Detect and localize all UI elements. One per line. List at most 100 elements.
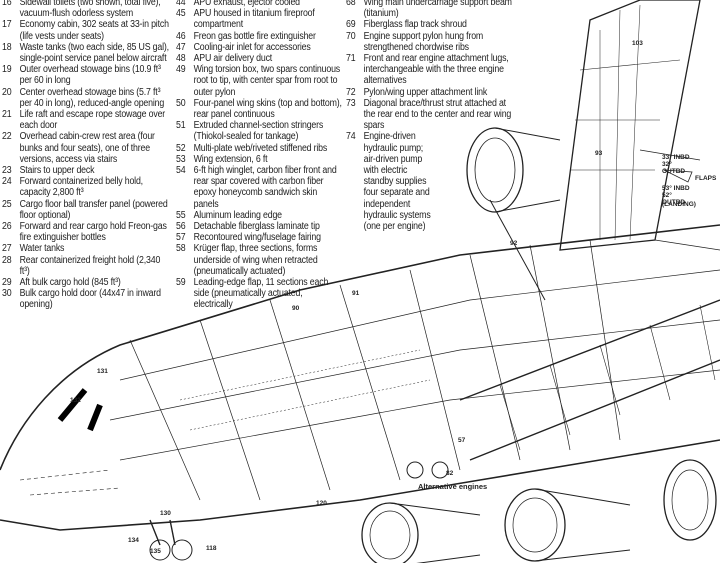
legend-number: 21 [2, 109, 12, 121]
legend-item: 71 Front and rear engine attachment lugs,… [346, 53, 518, 87]
legend-number: 28 [2, 254, 12, 266]
legend-text: Engine-driven hydraulic pump; air-driven… [363, 131, 431, 233]
legend-number: 24 [2, 176, 12, 188]
callout-number: 135 [150, 548, 161, 555]
tail-fin [559, 0, 720, 251]
legend-text: Forward containerized belly hold, capaci… [19, 176, 144, 199]
legend-text: Leading-edge flap, 11 sections each side… [193, 277, 329, 311]
callout-number: 118 [206, 545, 217, 552]
legend-text: Overhead cabin-crew rest area (four bunk… [19, 131, 155, 165]
legend-number: 25 [2, 198, 12, 210]
legend-number: 18 [2, 41, 12, 53]
callout-number: 82 [446, 470, 454, 477]
legend-item: 18 Waste tanks (two each side, 85 US gal)… [2, 42, 169, 64]
legend-number: 20 [2, 86, 12, 98]
legend-text: Economy cabin, 302 seats at 33-in pitch … [19, 19, 169, 42]
legend-number: 30 [2, 288, 12, 300]
legend-number: 27 [2, 243, 12, 255]
legend-number: 44 [176, 0, 186, 8]
legend-text: APU housed in titanium fireproof compart… [193, 8, 315, 31]
legend-text: Four-panel wing skins (top and bottom), … [193, 97, 342, 121]
legend-text: Bulk cargo hold door (44x47 in inward op… [19, 288, 161, 311]
legend-number: 45 [176, 8, 186, 20]
alternative-engines-label: Alternative engines [418, 482, 488, 491]
legend-number: 70 [346, 30, 356, 42]
legend-text: Krüger flap, three sections, forms under… [193, 243, 318, 277]
legend-text: Aft bulk cargo hold (845 ft³) [19, 277, 121, 289]
legend-item: 73 Diagonal brace/thrust strut attached a… [346, 98, 518, 132]
legend-number: 19 [2, 64, 12, 76]
legend-item: 68 Wing main undercarriage support beam (… [346, 0, 518, 19]
legend-text: Engine support pylon hung from strengthe… [363, 30, 484, 53]
flap-landing-angles: 53° INBD 52° OUTBD [662, 185, 690, 206]
flap-diagram [663, 169, 693, 183]
legend-text: Wing torsion box, two spars continuous r… [193, 64, 341, 98]
legend-text: Multi-plate web/riveted stiffened ribs [193, 142, 328, 154]
legend-item: 46 Freon gas bottle fire extinguisher [176, 31, 343, 42]
legend-text: Life raft and escape rope stowage over e… [19, 109, 166, 132]
legend-item: 21 Life raft and escape rope stowage over… [2, 109, 169, 131]
legend-item: 19 Outer overhead stowage bins (10.9 ft³ … [2, 64, 169, 86]
legend-text: APU air delivery duct [193, 53, 273, 65]
legend-item: 59 Leading-edge flap, 11 sections each si… [176, 277, 343, 311]
legend-text: Stairs to upper deck [19, 165, 95, 177]
legend-item: 45 APU housed in titanium fireproof compa… [176, 8, 343, 30]
legend-number: 50 [176, 97, 186, 109]
legend-text: Extruded channel-section stringers (Thio… [193, 120, 324, 143]
legend-text: Waste tanks (two each side, 85 US gal), … [19, 41, 170, 65]
legend-text: Aluminum leading edge [193, 209, 282, 221]
legend-number: 46 [176, 30, 186, 42]
legend-item: 20 Center overhead stowage bins (5.7 ft³ … [2, 87, 169, 109]
legend-item: 24 Forward containerized belly hold, capa… [2, 176, 169, 198]
legend-number: 47 [176, 41, 186, 53]
legend-number: 51 [176, 120, 186, 132]
legend-number: 54 [176, 165, 186, 177]
legend-text: Pylon/wing upper attachment link [363, 86, 488, 98]
legend-text: Center overhead stowage bins (5.7 ft³ pe… [19, 86, 165, 109]
legend-item: 70 Engine support pylon hung from strengt… [346, 31, 518, 53]
legend-item: 50 Four-panel wing skins (top and bottom)… [176, 98, 343, 120]
legend-text: Outer overhead stowage bins (10.9 ft³ pe… [19, 64, 161, 87]
flap-landing-label: (LANDING) [662, 201, 696, 208]
legend-text: Front and rear engine attachment lugs, i… [363, 53, 509, 87]
legend-text: Freon gas bottle fire extinguisher [193, 30, 316, 42]
landing-gear [149, 461, 449, 561]
legend-text: Diagonal brace/thrust strut attached at … [363, 97, 512, 132]
legend-item: 51 Extruded channel-section stringers (Th… [176, 120, 343, 142]
tail-engine [466, 127, 561, 301]
legend-number: 59 [176, 277, 186, 289]
wing [459, 299, 720, 461]
legend-number: 48 [176, 53, 186, 65]
legend-number: 23 [2, 165, 12, 177]
legend-column-3: 68 Wing main undercarriage support beam (… [346, 0, 518, 232]
legend-text: Sidewall toilets (two shown, total five)… [19, 0, 161, 20]
callout-number: 91 [352, 290, 360, 297]
legend-text: Wing main undercarriage support beam (ti… [363, 0, 512, 20]
callout-number: 57 [458, 437, 466, 444]
callout-number: 92 [510, 240, 518, 247]
flaps-label: FLAPS [695, 175, 717, 182]
legend-number: 68 [346, 0, 356, 8]
callout-number: 132 [70, 397, 81, 404]
legend-number: 26 [2, 221, 12, 233]
legend-number: 73 [346, 97, 356, 109]
legend-number: 71 [346, 53, 356, 65]
